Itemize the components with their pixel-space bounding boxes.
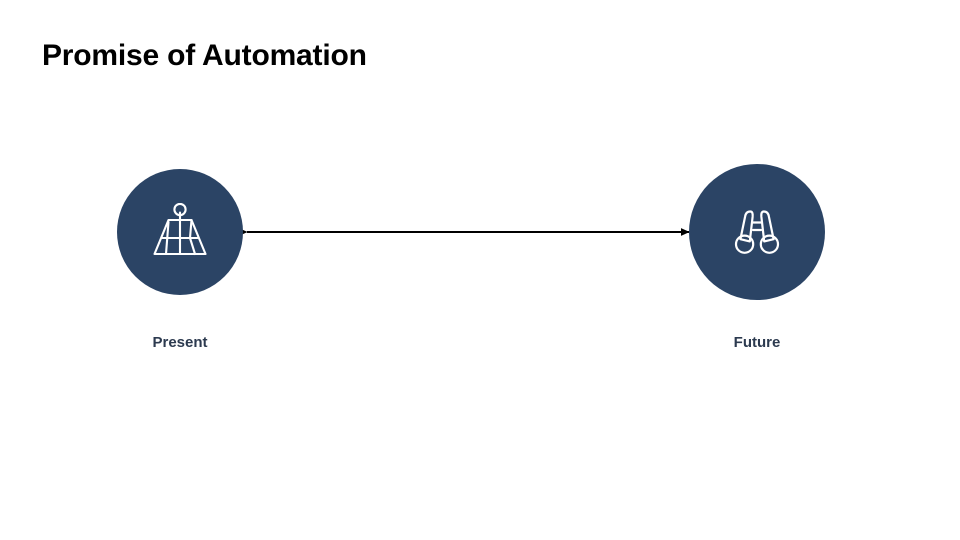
binoculars-icon [734,210,780,254]
node-circle-future[interactable] [689,164,825,300]
diagram-node-future[interactable]: Future [689,164,825,351]
node-circle-present[interactable] [117,169,243,295]
diagram-node-present[interactable]: Present [117,169,243,351]
node-label-present: Present [152,334,208,351]
present-future-connector [239,228,690,236]
map-pin-icon [153,203,207,256]
page-title: Promise of Automation [42,39,367,72]
node-label-future: Future [733,334,781,351]
